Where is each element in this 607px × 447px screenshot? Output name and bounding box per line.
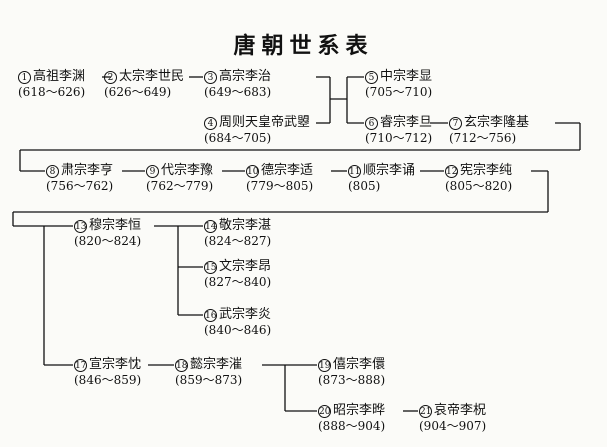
emperor-name: 懿宗李漼 <box>190 357 243 372</box>
reign-years: (762～779) <box>146 179 214 193</box>
number-badge: 8 <box>46 164 59 178</box>
emperor-name: 中宗李显 <box>380 69 433 84</box>
chart-title: 唐朝世系表 <box>233 33 374 59</box>
number-badge: 19 <box>318 358 331 372</box>
emperor-name: 宣宗李忱 <box>89 357 142 372</box>
reign-years: (618～626) <box>18 85 86 99</box>
number-badge: 3 <box>204 70 217 84</box>
reign-years: (710～712) <box>365 131 433 145</box>
number-badge: 21 <box>419 404 432 418</box>
reign-years: (779～805) <box>246 179 314 193</box>
reign-years: (827～840) <box>204 275 272 289</box>
emperor-name: 穆宗李恒 <box>89 218 142 233</box>
reign-years: (873～888) <box>318 373 386 387</box>
reign-years: (904～907) <box>419 419 487 433</box>
number-badge: 17 <box>74 358 87 372</box>
emperor-name: 文宗李昂 <box>219 259 272 274</box>
reign-years: (888～904) <box>318 419 386 433</box>
number-badge: 7 <box>449 116 462 130</box>
emperor-name: 僖宗李儇 <box>333 357 386 372</box>
reign-years: (712～756) <box>449 131 517 145</box>
number-badge: 6 <box>365 116 378 130</box>
reign-years: (649～683) <box>204 85 272 99</box>
emperor-name: 哀帝李柷 <box>434 403 487 418</box>
emperor-name: 代宗李豫 <box>161 163 214 178</box>
reign-years: (805～820) <box>445 179 513 193</box>
reign-years: (846～859) <box>74 373 142 387</box>
emperor-name: 周则天皇帝武曌 <box>219 115 311 130</box>
emperor-name: 高宗李治 <box>219 69 272 84</box>
number-badge: 13 <box>74 219 87 233</box>
emperor-name: 高祖李渊 <box>33 69 86 84</box>
emperor-name: 敬宗李湛 <box>219 218 272 233</box>
number-badge: 15 <box>204 260 217 274</box>
number-badge: 20 <box>318 404 331 418</box>
reign-years: (626～649) <box>104 85 172 99</box>
number-badge: 4 <box>204 116 217 130</box>
number-badge: 10 <box>246 164 259 178</box>
emperor-name: 睿宗李旦 <box>380 115 433 130</box>
number-badge: 16 <box>204 308 217 322</box>
emperor-name: 宪宗李纯 <box>460 163 513 178</box>
reign-years: (820～824) <box>74 234 142 248</box>
number-badge: 11 <box>348 164 361 178</box>
reign-years: (705～710) <box>365 85 433 99</box>
reign-years: (859～873) <box>175 373 243 387</box>
number-badge: 12 <box>445 164 458 178</box>
emperor-name: 昭宗李晔 <box>333 403 386 418</box>
number-badge: 5 <box>365 70 378 84</box>
reign-years: (805) <box>348 179 381 193</box>
number-badge: 18 <box>175 358 188 372</box>
reign-years: (756～762) <box>46 179 114 193</box>
number-badge: 14 <box>204 219 217 233</box>
number-badge: 9 <box>146 164 159 178</box>
reign-years: (684～705) <box>204 131 272 145</box>
reign-years: (840～846) <box>204 323 272 337</box>
reign-years: (824～827) <box>204 234 272 248</box>
emperor-name: 玄宗李隆基 <box>464 115 530 130</box>
emperor-name: 武宗李炎 <box>219 307 272 322</box>
number-badge: 2 <box>104 70 117 84</box>
emperor-name: 肃宗李亨 <box>61 163 114 178</box>
emperor-name: 顺宗李诵 <box>363 163 416 178</box>
emperor-name: 太宗李世民 <box>119 69 185 84</box>
emperor-name: 德宗李适 <box>261 163 314 178</box>
number-badge: 1 <box>18 70 31 84</box>
